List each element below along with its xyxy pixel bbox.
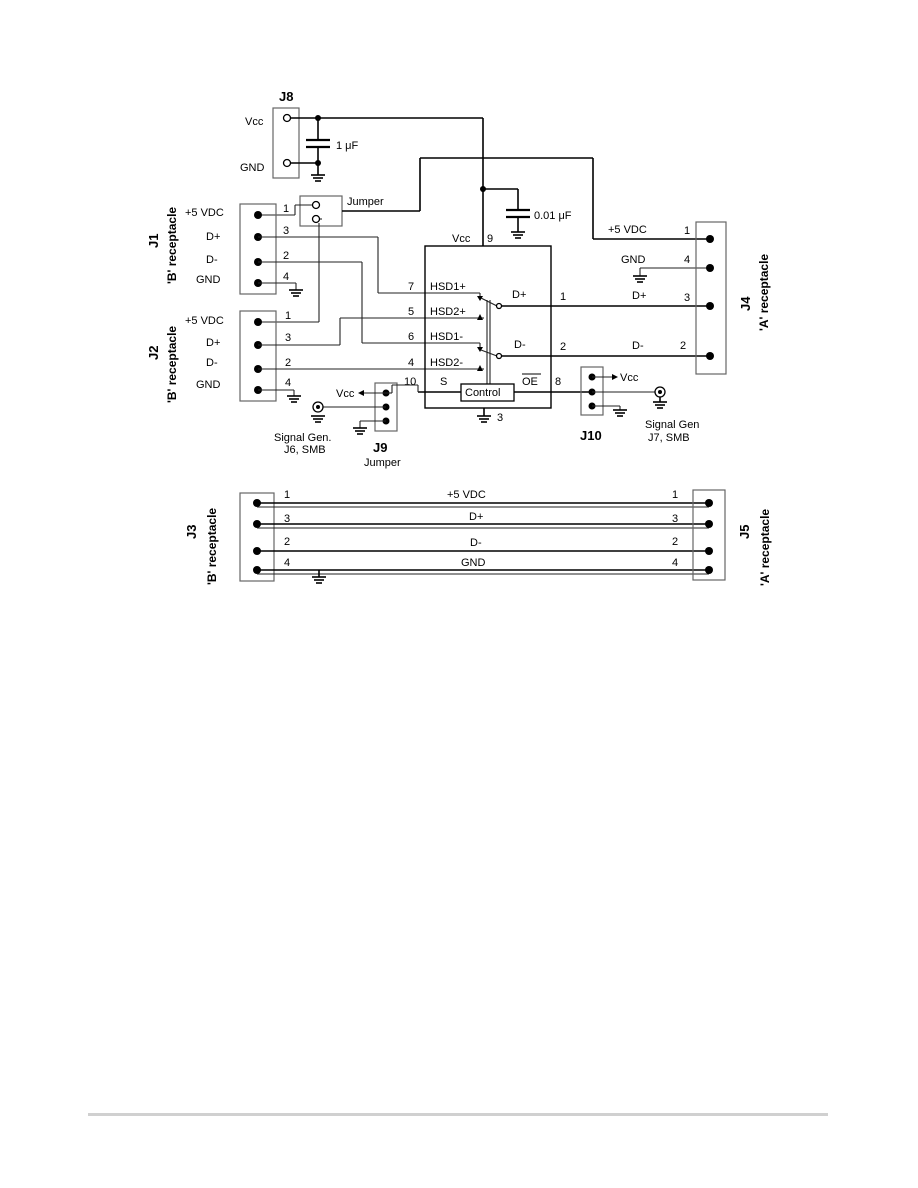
j3-pin-num: 4 [284,557,290,569]
j1-receptacle-label: 'B' receptacle [165,207,179,284]
j9-label: J9 [373,440,387,455]
j9-sub-label: Jumper [364,457,401,469]
gnd-net-label: GND [621,254,646,266]
j5-pin-num: 2 [672,536,678,548]
ic-vcc-label: Vcc [452,233,471,245]
ic-hsd1m-label: HSD1- [430,331,463,343]
j5-label: J5 [737,525,752,539]
j8-label: J8 [279,89,293,104]
j1-pin-label: D- [206,254,218,266]
j2-pin-num: 4 [285,377,291,389]
jumper-block: Jumper [258,157,710,323]
j10-connector: Vcc J10 Signal Gen J7, SMB [580,366,699,444]
j3-pin-num: 1 [284,489,290,501]
ic-hsd1p-label: HSD1+ [430,281,466,293]
j9-vcc-label: Vcc [336,388,355,400]
j2-pin-num: 3 [285,332,291,344]
j1-pin-num: 4 [283,271,289,283]
bottom-dp-label: D+ [469,511,483,523]
ic-pin-num: 1 [560,291,566,303]
j1-label: J1 [146,234,161,248]
j9-connector: Vcc Signal Gen. J6, SMB J9 Jumper [274,382,419,469]
dp-net-label: D+ [632,290,646,302]
j4-pin-num: 1 [684,225,690,237]
j3-connector: 1 3 2 4 J3 'B' receptacle [184,489,290,585]
ic-pin-num: 10 [404,376,416,388]
j5-pin-num: 3 [672,513,678,525]
j3-receptacle-label: 'B' receptacle [205,508,219,585]
j2-pin-label: +5 VDC [185,315,224,327]
ic-pin-num: 8 [555,376,561,388]
footer-rule [88,1113,828,1116]
j4-connector: 1 4 3 2 J4 'A' receptacle [680,221,771,375]
j4-pin-num: 4 [684,254,690,266]
j10-signal-label: Signal Gen [645,419,699,431]
ic-hsd2m-label: HSD2- [430,357,463,369]
ic-hsd2p-label: HSD2+ [430,306,466,318]
vdc-net-label: +5 VDC [608,224,647,236]
bottom-vdc-label: +5 VDC [447,489,486,501]
j10-signal-sub: J7, SMB [648,432,690,444]
dm-net-label: D- [632,340,644,352]
ic-dm-label: D- [514,339,526,351]
j8-vcc-label: Vcc [245,116,264,128]
ic-dp-label: D+ [512,289,526,301]
bottom-bus: +5 VDC D+ D- GND [257,489,709,584]
ic-pin-num: 3 [497,412,503,424]
j3-label: J3 [184,525,199,539]
j1-pin-label: D+ [206,231,220,243]
bottom-dm-label: D- [470,537,482,549]
switch-ic: Vcc 9 7 HSD1+ 5 HSD2+ 6 HSD1- 4 HSD2- 10… [404,233,592,424]
j1-pin-num: 2 [283,250,289,262]
j2-pin-num: 1 [285,310,291,322]
j5-receptacle-label: 'A' receptacle [758,509,772,586]
j9-signal-sub: J6, SMB [284,444,326,456]
j8-connector: J8 Vcc GND 1 μF [240,89,483,182]
output-nets: D+ D- +5 VDC GND [502,224,710,357]
vcc-net: 0.01 μF [480,118,572,246]
j5-pin-num: 1 [672,489,678,501]
j2-pin-label: GND [196,379,221,391]
j2-pin-label: D+ [206,337,220,349]
j2-label: J2 [146,346,161,360]
ic-pin-num: 7 [408,281,414,293]
j5-pin-num: 4 [672,557,678,569]
j3-pin-num: 2 [284,536,290,548]
j10-label: J10 [580,428,602,443]
j4-receptacle-label: 'A' receptacle [757,254,771,331]
jumper-label: Jumper [347,196,384,208]
ic-pin-num: 2 [560,341,566,353]
ic-pin-num: 4 [408,357,414,369]
ic-control-label: Control [465,387,500,399]
j1-connector: 1 3 2 4 +5 VDC D+ D- GND J1 'B' receptac… [146,203,480,344]
j4-label: J4 [738,296,753,311]
j1-pin-label: GND [196,274,221,286]
j10-vcc-label: Vcc [620,372,639,384]
ic-s-label: S [440,376,447,388]
j1-pin-num: 3 [283,225,289,237]
j9-signal-label: Signal Gen. [274,432,331,444]
ic-oe-label: OE [522,376,538,388]
ic-pin-num: 5 [408,306,414,318]
j4-pin-num: 2 [680,340,686,352]
j1-pin-label: +5 VDC [185,207,224,219]
j2-pin-label: D- [206,357,218,369]
j2-connector: 1 3 2 4 +5 VDC D+ D- GND J2 'B' receptac… [146,310,480,403]
j8-gnd-label: GND [240,162,265,174]
j8-cap-label: 1 μF [336,140,359,152]
j3-pin-num: 3 [284,513,290,525]
j2-receptacle-label: 'B' receptacle [165,326,179,403]
j2-pin-num: 2 [285,357,291,369]
cap-001uf-label: 0.01 μF [534,210,572,222]
ic-pin-num: 9 [487,233,493,245]
j5-connector: 1 3 2 4 J5 'A' receptacle [672,489,772,586]
j1-pin-num: 1 [283,203,289,215]
ic-pin-num: 6 [408,331,414,343]
bottom-gnd-label: GND [461,557,486,569]
j4-pin-num: 3 [684,292,690,304]
